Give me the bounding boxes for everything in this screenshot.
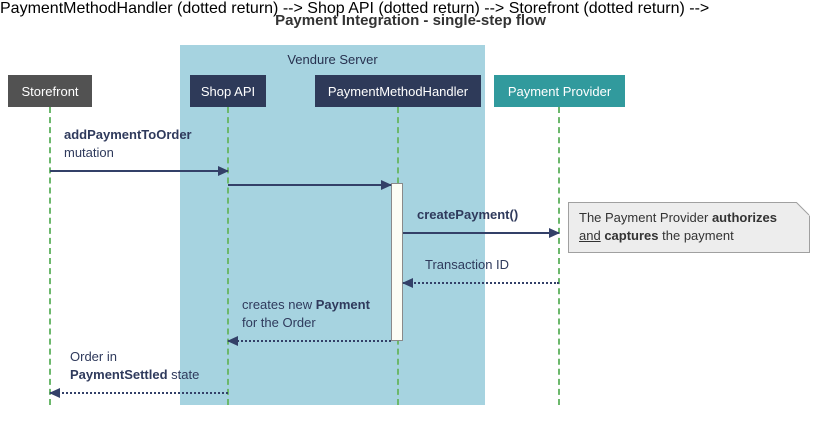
arrowhead-right-icon — [218, 166, 229, 176]
lifeline-storefront — [49, 107, 51, 405]
message-label-text: Transaction ID — [425, 256, 510, 272]
participant-payment-provider: Payment Provider — [494, 75, 625, 107]
arrowhead-left-icon — [227, 336, 238, 346]
note-text-bold: captures — [604, 228, 659, 244]
note-payment-provider: The Payment Provider authorizes and capt… — [568, 202, 810, 254]
message-label: addPaymentToOrder mutation — [64, 126, 192, 162]
message-label-text: state — [167, 366, 200, 382]
arrow-line — [403, 232, 559, 234]
arrow-line — [228, 340, 391, 342]
arrow-line — [50, 170, 228, 172]
message-label-bold: Payment — [315, 296, 370, 312]
arrowhead-right-icon — [381, 180, 392, 190]
note-text: the payment — [658, 228, 734, 244]
message-label: createPayment() — [417, 206, 518, 224]
diagram-title: Payment Integration - single-step flow — [275, 12, 546, 29]
note-text-underline: and — [579, 228, 601, 244]
participant-shop-api: Shop API — [190, 75, 266, 107]
message-label: creates new Payment for the Order — [242, 296, 370, 332]
arrow-line — [403, 282, 559, 284]
arrowhead-left-icon — [49, 388, 60, 398]
arrow-line — [50, 392, 228, 394]
message-label-bold: createPayment() — [417, 206, 519, 222]
lifeline-shop-api — [227, 107, 229, 405]
message-label-bold: addPaymentToOrder — [64, 126, 192, 142]
message-label-rest: mutation — [64, 144, 114, 160]
vendure-server-frame-label: Vendure Server — [287, 52, 378, 67]
message-label-bold: PaymentSettled — [70, 366, 168, 382]
message-label-text: creates new — [242, 296, 316, 312]
arrow-line — [228, 184, 391, 186]
message-label: Transaction ID — [425, 256, 509, 274]
message-label-text: Order in — [70, 348, 117, 364]
note-text: The Payment Provider — [579, 210, 712, 225]
lifeline-payment-provider — [558, 107, 560, 405]
message-label: Order in PaymentSettled state — [70, 348, 199, 384]
arrowhead-left-icon — [402, 278, 413, 288]
participant-payment-method-handler: PaymentMethodHandler — [315, 75, 481, 107]
message-label-text: for the Order — [242, 314, 316, 330]
arrowhead-right-icon — [549, 228, 560, 238]
participant-storefront: Storefront — [8, 75, 92, 107]
activation-bar-payment-method-handler — [391, 183, 403, 341]
note-text-bold: authorizes — [711, 210, 777, 225]
note-fold-icon — [796, 202, 810, 216]
